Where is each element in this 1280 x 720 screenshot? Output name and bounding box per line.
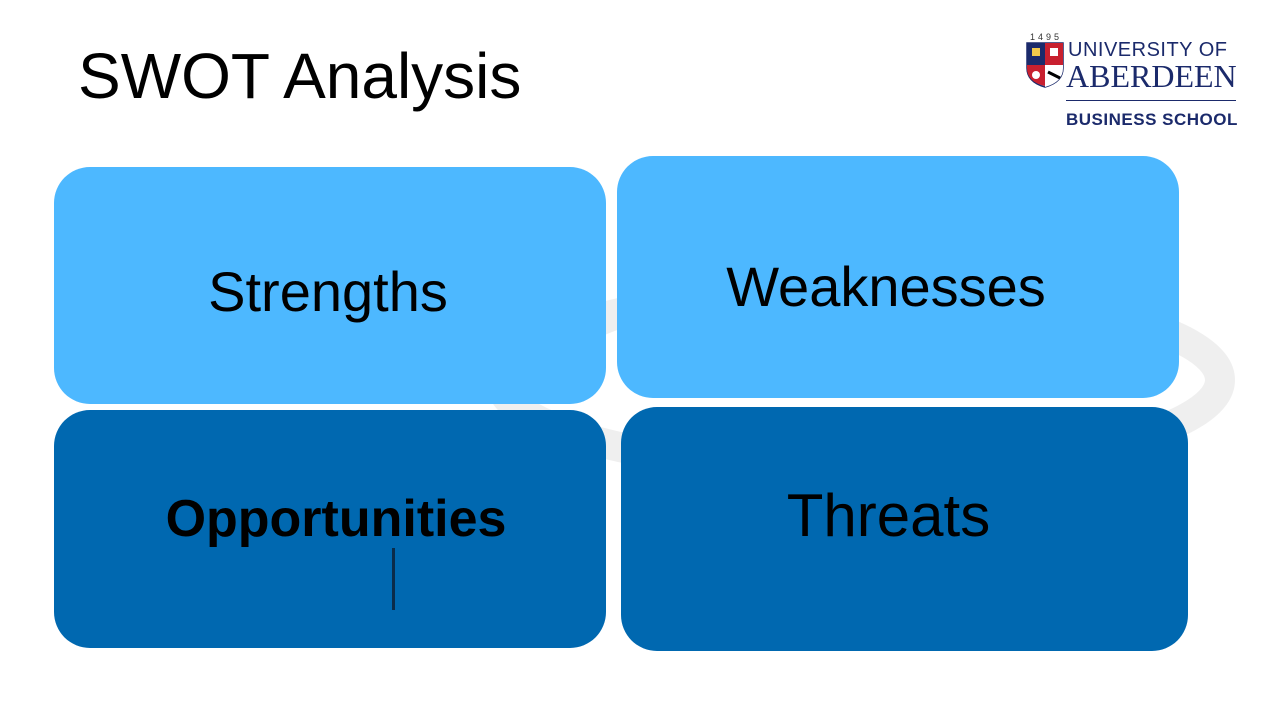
logo-university-line: UNIVERSITY OF	[1068, 39, 1228, 61]
crest-icon	[1026, 42, 1064, 88]
logo-divider	[1066, 100, 1236, 101]
quadrant-threats[interactable]: Threats	[621, 407, 1188, 651]
page-title: SWOT Analysis	[78, 40, 522, 112]
quadrant-strengths[interactable]: Strengths	[54, 167, 606, 404]
quadrant-threats-label: Threats	[786, 482, 991, 549]
quadrant-opportunities-label: Opportunities	[165, 490, 507, 548]
quadrant-weaknesses[interactable]: Weaknesses	[617, 156, 1179, 398]
quadrant-strengths-label: Strengths	[208, 259, 448, 323]
logo-year: 1495	[1030, 32, 1063, 42]
logo-name-line: ABERDEEN	[1066, 58, 1237, 94]
text-cursor	[392, 548, 395, 610]
university-logo: 1495 UNIVERSITY OF ABERDEEN BUSINESS SCH…	[1024, 32, 1240, 132]
logo-school-line: BUSINESS SCHOOL	[1066, 110, 1238, 129]
quadrant-opportunities[interactable]: Opportunities	[54, 410, 606, 648]
quadrant-weaknesses-label: Weaknesses	[726, 255, 1046, 318]
